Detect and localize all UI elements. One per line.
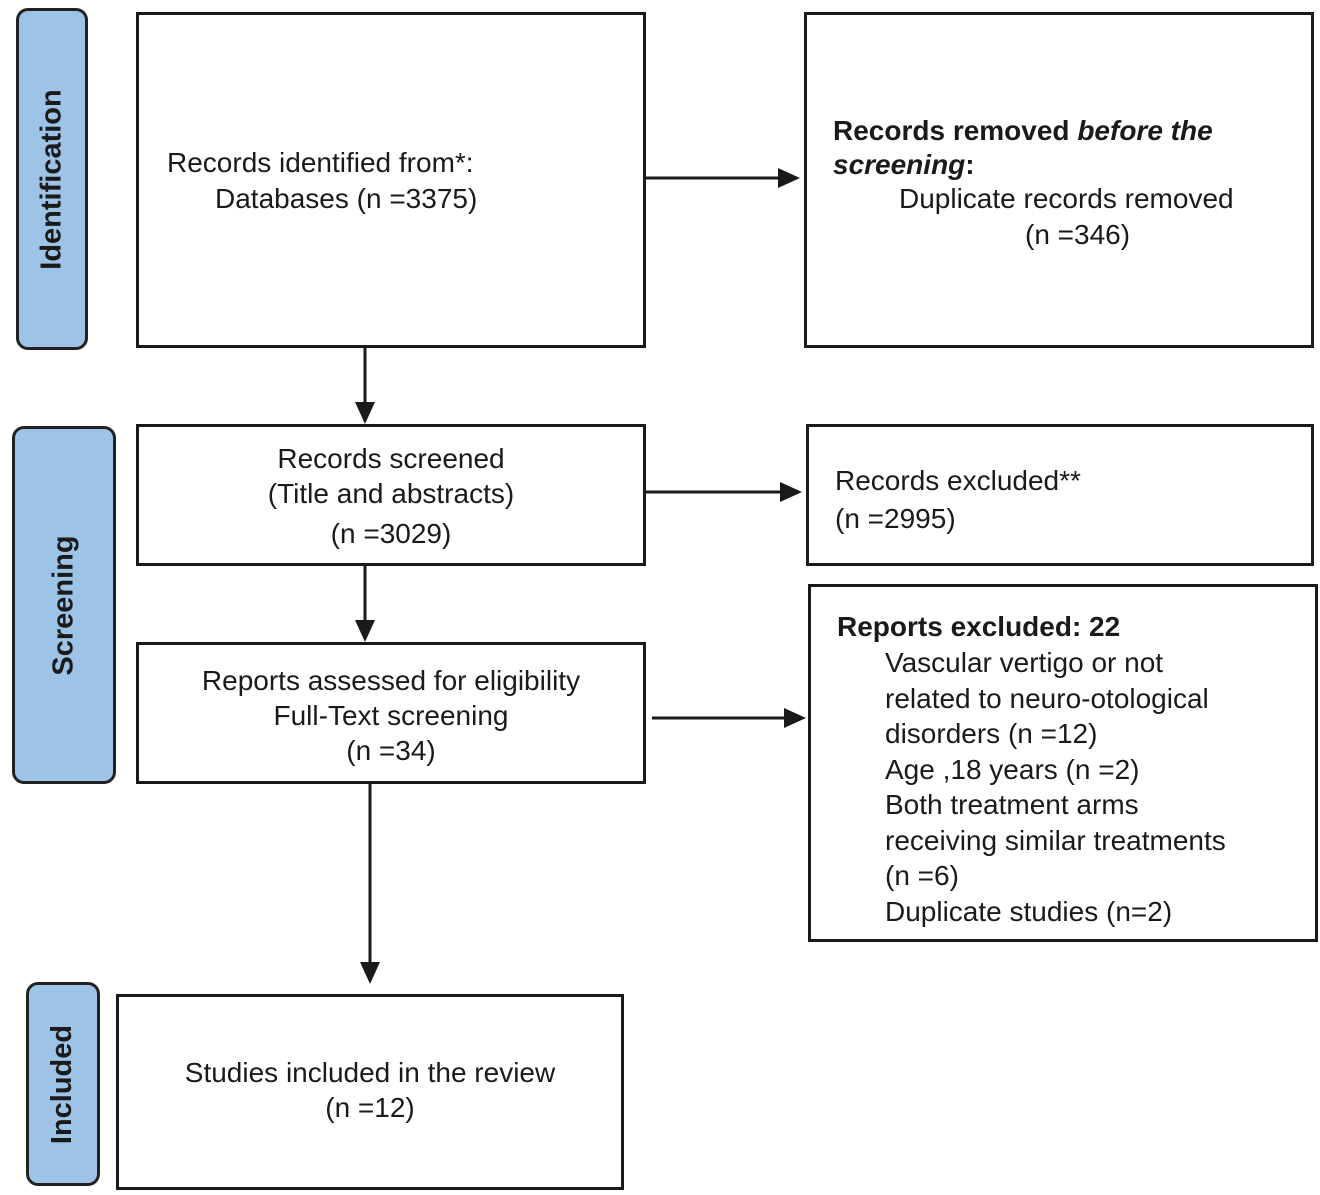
records-removed-colon: : bbox=[965, 149, 975, 180]
studies-included-count: (n =12) bbox=[325, 1092, 415, 1123]
reports-assessed-label: Reports assessed for eligibility bbox=[201, 665, 581, 696]
reports-excluded-box: Reports excluded: 22 Vascular vertigo or… bbox=[808, 584, 1318, 942]
studies-included-label: Studies included in the review bbox=[184, 1057, 556, 1088]
full-text-screening-label: Full-Text screening bbox=[273, 700, 509, 731]
arrowhead-reports-excluded bbox=[784, 708, 806, 728]
reason-line: Age ,18 years (n =2) bbox=[885, 753, 1140, 785]
records-identified-box: Records identified from*: Databases (n =… bbox=[136, 12, 646, 348]
records-removed-heading-2: screening: bbox=[833, 147, 975, 182]
reports-excluded-heading: Reports excluded: 22 bbox=[837, 611, 1121, 642]
reason-line: Duplicate studies (n=2) bbox=[885, 895, 1173, 927]
records-removed-heading: Records removed before the bbox=[833, 113, 1213, 148]
records-identified-label: Records identified from*: bbox=[167, 147, 474, 178]
reason-line: disorders (n =12) bbox=[885, 718, 1098, 749]
records-screened-subtitle: (Title and abstracts) bbox=[267, 478, 515, 509]
reason-line: related to neuro-otological bbox=[885, 682, 1209, 714]
studies-included-box: Studies included in the review (n =12) bbox=[116, 994, 624, 1190]
arrowhead-included bbox=[360, 962, 380, 984]
arrowhead-removed bbox=[778, 168, 800, 188]
reports-assessed-count: (n =34) bbox=[346, 735, 436, 766]
records-excluded-label: Records excluded** bbox=[835, 465, 1081, 496]
arrowhead-assessed bbox=[355, 620, 375, 642]
records-excluded-box: Records excluded** (n =2995) bbox=[806, 424, 1314, 566]
stage-included: Included bbox=[26, 982, 100, 1186]
records-screened-box: Records screened (Title and abstracts) (… bbox=[136, 424, 646, 566]
records-screened-count: (n =3029) bbox=[330, 518, 452, 549]
records-removed-heading-a: Records removed bbox=[833, 115, 1078, 146]
arrowhead-excluded bbox=[780, 482, 802, 502]
reason-line: Both treatment arms bbox=[885, 789, 1139, 820]
reason-line: receiving similar treatments bbox=[885, 824, 1226, 856]
stage-screening: Screening bbox=[12, 426, 116, 784]
records-excluded-count: (n =2995) bbox=[835, 503, 956, 534]
stage-identification: Identification bbox=[16, 8, 88, 350]
arrowhead-screened bbox=[355, 402, 375, 424]
databases-count: Databases (n =3375) bbox=[215, 183, 478, 214]
reason-line: (n =6) bbox=[885, 860, 959, 891]
duplicate-records-label: Duplicate records removed bbox=[899, 183, 1234, 214]
records-screened-label: Records screened bbox=[277, 443, 505, 474]
reports-assessed-box: Reports assessed for eligibility Full-Te… bbox=[136, 642, 646, 784]
duplicate-records-count: (n =346) bbox=[1025, 219, 1131, 250]
reason-line: Vascular vertigo or not bbox=[885, 647, 1164, 678]
records-removed-box: Records removed before the screening: Du… bbox=[804, 12, 1314, 348]
records-removed-screening: screening bbox=[833, 149, 966, 180]
reports-excluded-reasons: Vascular vertigo or not related to neuro… bbox=[885, 645, 1226, 929]
records-removed-heading-b: before the bbox=[1077, 115, 1213, 146]
